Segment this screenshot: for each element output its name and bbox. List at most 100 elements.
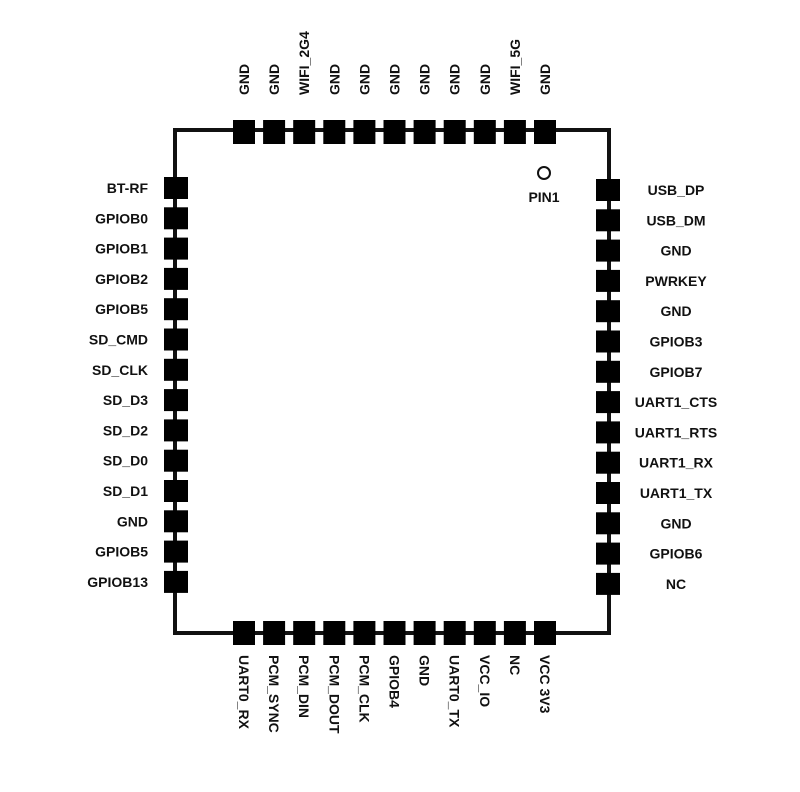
left-pad xyxy=(164,480,188,502)
top-pin-label: GND xyxy=(387,64,403,95)
left-pin-label: GPIOB5 xyxy=(95,544,148,560)
bottom-pin-label: UART0_RX xyxy=(236,655,252,730)
top-pin-label: WIFI_2G4 xyxy=(296,31,312,95)
bottom-pad xyxy=(293,621,316,645)
bottom-pad xyxy=(383,621,406,645)
top-pad xyxy=(443,120,466,144)
left-pin-label: SD_D2 xyxy=(103,422,148,438)
right-pad xyxy=(596,572,620,595)
top-pad xyxy=(473,120,496,144)
left-pin-label: GPIOB0 xyxy=(95,210,148,226)
left-pad xyxy=(164,419,188,442)
bottom-pad xyxy=(473,621,496,645)
pin1-label: PIN1 xyxy=(528,189,559,205)
top-pin-label: GND xyxy=(417,64,433,95)
right-pad xyxy=(596,179,620,201)
top-pin-label: WIFI_5G xyxy=(507,39,523,95)
left-pin-label: GPIOB5 xyxy=(95,301,148,317)
bottom-pad xyxy=(443,621,466,645)
right-pin-label: GPIOB7 xyxy=(650,364,703,380)
right-pad xyxy=(596,209,620,232)
right-pin-label: PWRKEY xyxy=(645,273,707,289)
left-pad xyxy=(164,267,188,290)
left-pad xyxy=(164,328,188,351)
bottom-pad xyxy=(323,621,346,645)
left-pin-label: BT-RF xyxy=(107,180,149,196)
right-pin-label: GND xyxy=(660,243,691,259)
top-pad xyxy=(413,120,436,144)
left-pad xyxy=(164,177,188,199)
top-pin-label: GND xyxy=(537,64,553,95)
right-pad xyxy=(596,360,620,383)
bottom-pad xyxy=(503,621,526,645)
right-pin-label: UART1_CTS xyxy=(635,394,717,410)
top-pin-label: GND xyxy=(266,64,282,95)
left-pin-label: SD_D1 xyxy=(103,483,148,499)
left-pin-label: SD_D0 xyxy=(103,453,148,469)
right-pin-label: UART1_RTS xyxy=(635,424,717,440)
bottom-pin-label: GND xyxy=(417,655,433,686)
top-pin-label: GND xyxy=(477,64,493,95)
left-pad xyxy=(164,570,188,593)
left-pad xyxy=(164,207,188,230)
right-pad xyxy=(596,239,620,262)
right-pin-label: GPIOB3 xyxy=(650,334,703,350)
bottom-pad xyxy=(534,621,556,645)
left-pad xyxy=(164,510,188,533)
pad-group xyxy=(164,120,620,645)
bottom-pin-label: PCM_DOUT xyxy=(326,655,342,734)
top-pad xyxy=(353,120,376,144)
right-pad xyxy=(596,451,620,474)
bottom-pin-label: UART0_TX xyxy=(447,655,463,728)
left-pin-label: GPIOB2 xyxy=(95,271,148,287)
top-pin-label: GND xyxy=(236,64,252,95)
bottom-pin-label: GPIOB4 xyxy=(387,655,403,708)
top-pad xyxy=(263,120,286,144)
top-pin-label: GND xyxy=(447,64,463,95)
right-pin-label: USB_DP xyxy=(648,182,705,198)
top-pin-label: GND xyxy=(326,64,342,95)
right-pin-label: USB_DM xyxy=(646,212,705,228)
top-pad xyxy=(323,120,346,144)
left-pin-label: SD_D3 xyxy=(103,392,148,408)
pin1-marker-icon xyxy=(537,166,551,180)
top-pad xyxy=(233,120,255,144)
top-pad xyxy=(383,120,406,144)
left-pin-label: SD_CLK xyxy=(92,362,148,378)
right-pin-label: UART1_RX xyxy=(639,455,714,471)
right-pad xyxy=(596,391,620,414)
left-pad xyxy=(164,237,188,260)
bottom-pad xyxy=(233,621,255,645)
bottom-pad xyxy=(263,621,286,645)
right-pin-label: UART1_TX xyxy=(640,485,713,501)
top-pad xyxy=(534,120,556,144)
left-pin-label: GPIOB13 xyxy=(87,574,148,590)
top-pin-label: GND xyxy=(356,64,372,95)
bottom-pin-label: PCM_CLK xyxy=(356,655,372,723)
chip-outline xyxy=(173,128,611,635)
bottom-pin-label: NC xyxy=(507,655,523,675)
right-pin-label: GND xyxy=(660,515,691,531)
left-pin-label: SD_CMD xyxy=(89,332,148,348)
right-pad xyxy=(596,300,620,323)
left-pin-label: GPIOB1 xyxy=(95,241,148,257)
bottom-pin-label: VCC_IO xyxy=(477,655,493,707)
right-pin-label: GPIOB6 xyxy=(650,546,703,562)
top-pad xyxy=(503,120,526,144)
bottom-pin-label: PCM_SYNC xyxy=(266,655,282,733)
left-pad xyxy=(164,389,188,412)
bottom-pin-label: PCM_DIN xyxy=(296,655,312,718)
left-pin-label: GND xyxy=(117,513,148,529)
right-pad xyxy=(596,421,620,444)
right-pin-label: GND xyxy=(660,303,691,319)
right-pad xyxy=(596,482,620,504)
right-pin-label: NC xyxy=(666,576,686,592)
left-pad xyxy=(164,298,188,321)
bottom-pad xyxy=(353,621,376,645)
bottom-pin-label: VCC 3V3 xyxy=(537,655,553,714)
top-pad xyxy=(293,120,316,144)
left-pad xyxy=(164,358,188,381)
